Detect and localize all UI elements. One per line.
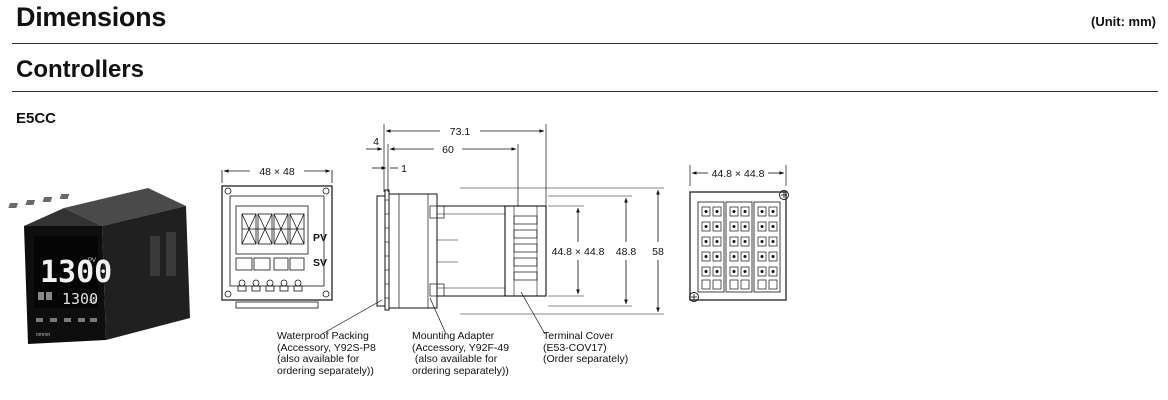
front-dim-label: 48 × 48 (259, 166, 294, 178)
callout-line: (Accessory, Y92S-P8 (277, 341, 376, 354)
callout-line: (E53-COV17) (543, 341, 607, 354)
callout-line: (Order separately) (543, 353, 629, 365)
callout-line: (also available for (412, 353, 498, 365)
photo-pv-readout: 1300 (40, 255, 112, 290)
front-pv-label: PV (313, 232, 327, 244)
callout-line: Waterproof Packing (277, 330, 369, 342)
photo-sv-readout: 1300 (62, 290, 98, 308)
photo-sv-label: SV (89, 299, 96, 305)
product-photo: 1300 PV 1300 SV omron (8, 188, 190, 344)
title-rule (12, 43, 1158, 44)
photo-brand: omron (36, 332, 50, 338)
callout-line: Terminal Cover (543, 330, 614, 342)
callout-mounting-adapter: Mounting Adapter (Accessory, Y92F-49 (al… (412, 330, 510, 377)
section-rule (12, 91, 1158, 92)
rear-view (689, 165, 789, 302)
model-label: E5CC (16, 110, 57, 127)
callout-line: ordering separately)) (277, 364, 374, 377)
front-sv-label: SV (313, 257, 327, 269)
callout-line: (also available for (277, 353, 360, 365)
dim-48-8: 48.8 (616, 246, 637, 258)
page-title: Dimensions (16, 2, 167, 32)
dim-1: 1 (401, 163, 407, 175)
callout-line: Mounting Adapter (412, 330, 495, 342)
callout-line: (Accessory, Y92F-49 (412, 341, 510, 354)
dim-inner: 44.8 × 44.8 (552, 246, 605, 258)
dim-body: 60 (442, 144, 454, 156)
front-view (221, 169, 333, 309)
side-view (321, 124, 664, 335)
callout-line: ordering separately)) (412, 364, 509, 377)
section-title: Controllers (16, 56, 145, 83)
dim-58: 58 (652, 246, 664, 258)
unit-label: (Unit: mm) (1091, 14, 1156, 29)
dim-4: 4 (373, 136, 379, 148)
callout-terminal-cover: Terminal Cover (E53-COV17) (Order separa… (543, 330, 629, 366)
dim-overall: 73.1 (450, 126, 471, 138)
rear-dim-label: 44.8 × 44.8 (712, 168, 765, 180)
photo-pv-label: PV (88, 258, 96, 264)
callout-waterproof-packing: Waterproof Packing (Accessory, Y92S-P8 (… (277, 330, 376, 377)
